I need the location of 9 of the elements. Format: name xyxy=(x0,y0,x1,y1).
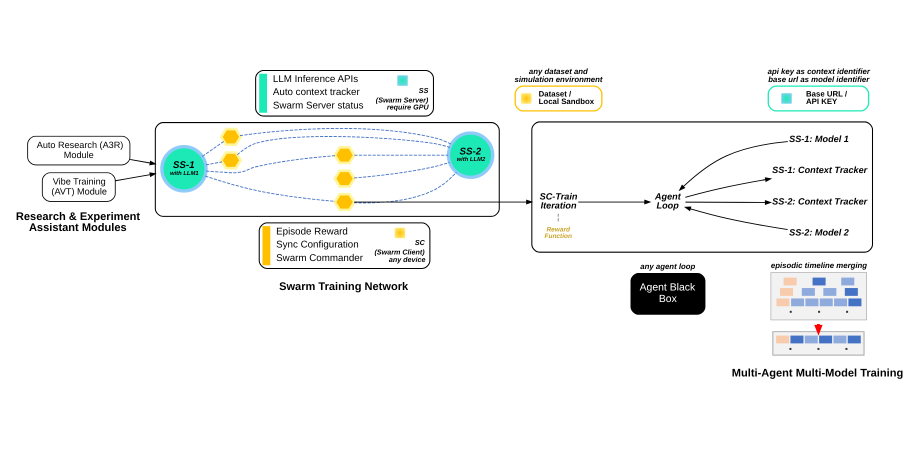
node-text: Agent Loop xyxy=(654,192,681,211)
label: Multi-Agent Multi-Model Training xyxy=(732,368,904,380)
node-text: SC-Train Iteration xyxy=(540,192,578,211)
node-text: SS-2: Model 2 xyxy=(789,228,849,238)
node-text: SS-2: Context Tracker xyxy=(772,196,868,206)
label: Swarm Training Network xyxy=(279,281,408,294)
label: Research & Experiment Assistant Modules xyxy=(16,211,140,234)
node-text: SS-1: Model 1 xyxy=(789,134,849,144)
node-text: SS-1: Context Tracker xyxy=(772,165,868,176)
